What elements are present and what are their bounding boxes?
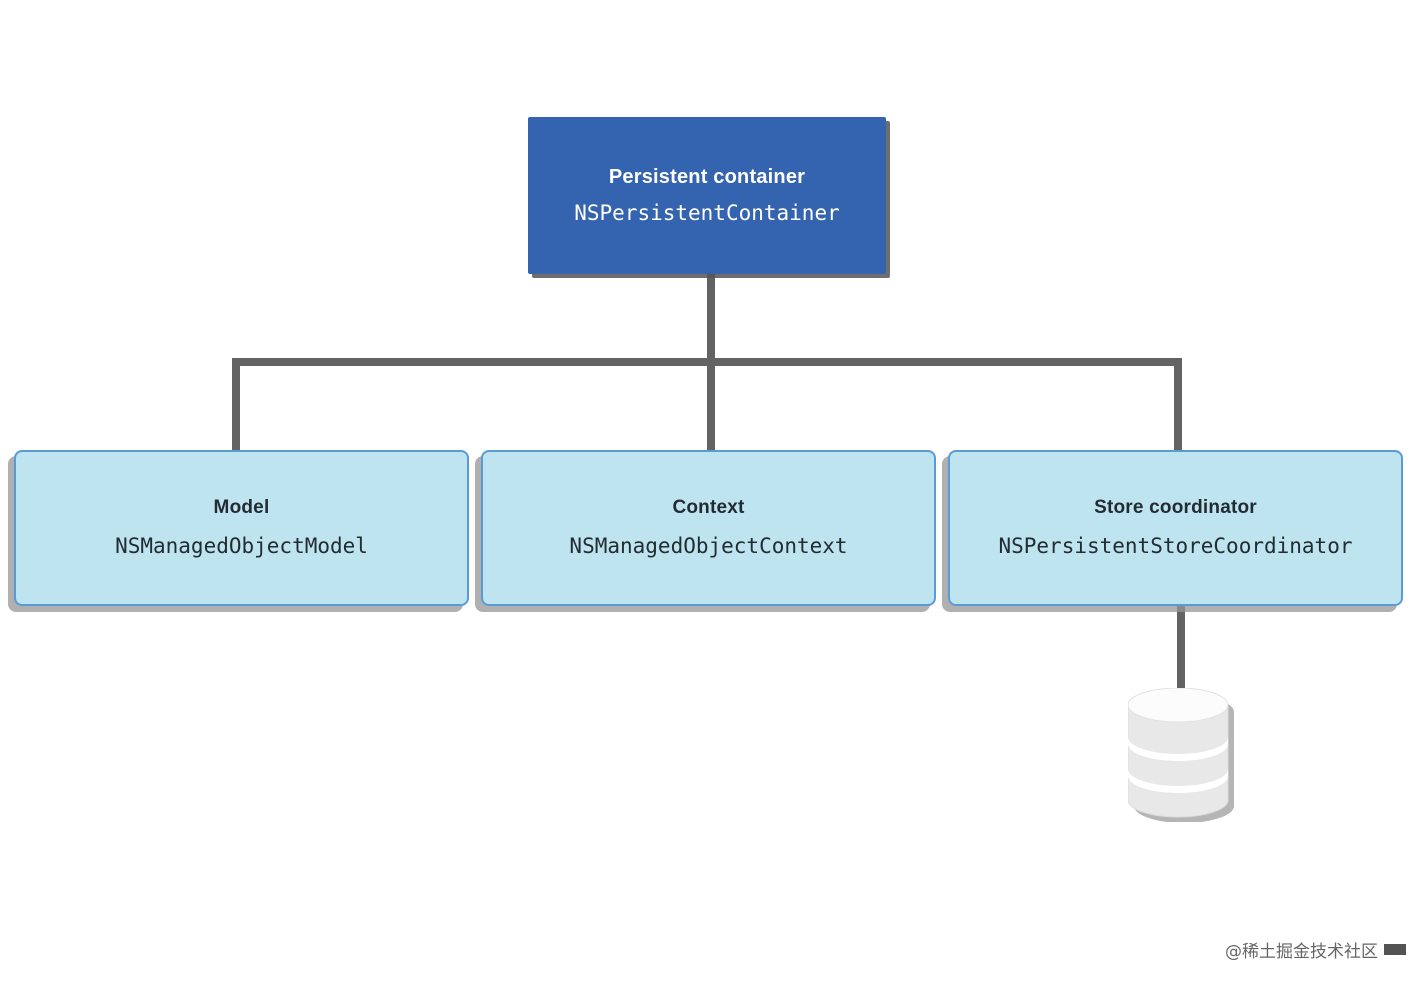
node-store-coordinator[interactable]: Store coordinator NSPersistentStoreCoord… [948, 450, 1403, 606]
node-title: Store coordinator [1094, 497, 1257, 518]
database-icon [1128, 688, 1236, 822]
watermark: @稀土掘金技术社区 [1225, 937, 1406, 962]
node-subtitle: NSManagedObjectModel [115, 533, 368, 558]
node-persistent-container[interactable]: Persistent container NSPersistentContain… [528, 117, 886, 274]
node-title: Persistent container [608, 165, 806, 188]
watermark-text: @稀土掘金技术社区 [1225, 942, 1378, 962]
node-model[interactable]: Model NSManagedObjectModel [14, 450, 469, 606]
watermark-block-icon [1384, 944, 1406, 955]
node-subtitle: NSPersistentStoreCoordinator [998, 533, 1353, 558]
node-title: Model [213, 497, 270, 518]
node-subtitle: NSPersistentContainer [574, 200, 840, 225]
node-subtitle: NSManagedObjectContext [569, 533, 848, 558]
node-title: Context [672, 497, 745, 518]
node-context[interactable]: Context NSManagedObjectContext [481, 450, 936, 606]
